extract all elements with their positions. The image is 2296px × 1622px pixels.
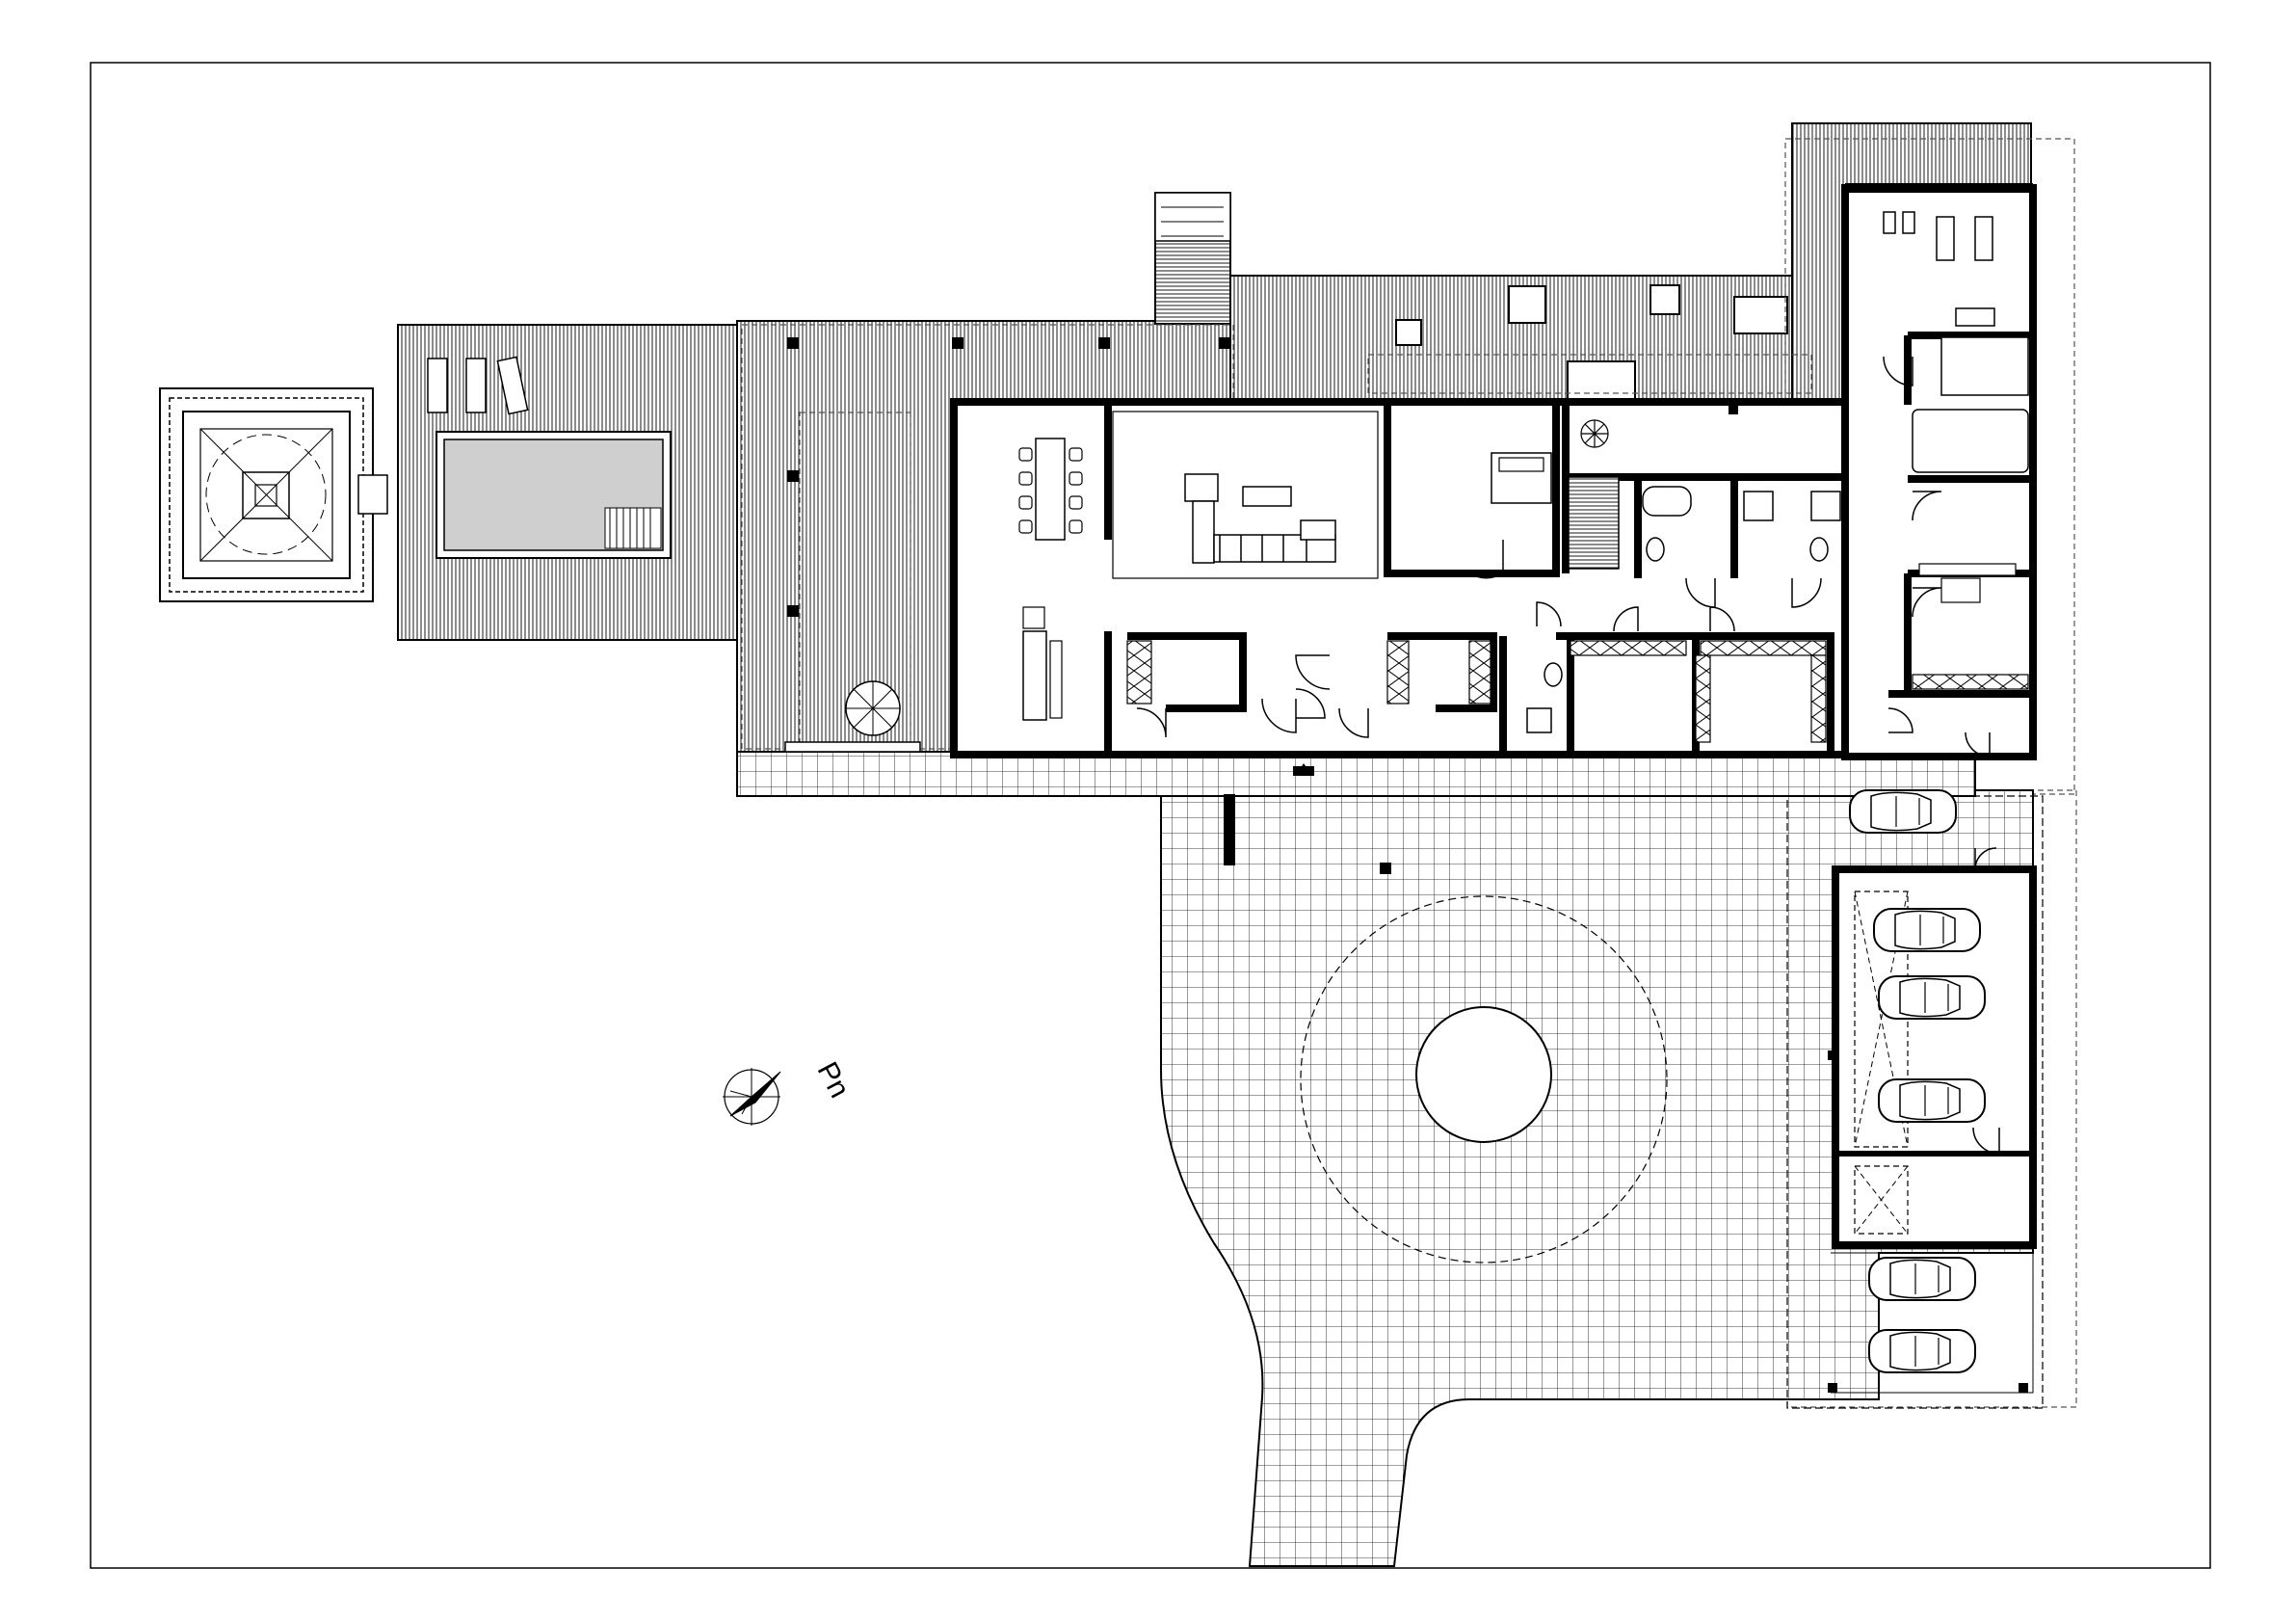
- sun-loungers: [427, 356, 529, 415]
- dining-table: [1035, 438, 1066, 541]
- turning-circle: [1300, 895, 1668, 1263]
- garden-wall: [1224, 794, 1235, 865]
- car-top-view-icon: [1868, 1257, 1976, 1301]
- pool-steps: [604, 507, 662, 549]
- main-house: [784, 398, 1856, 758]
- doors: [1136, 540, 1822, 738]
- car-top-view-icon: [1873, 908, 1981, 952]
- great-room: [784, 411, 1379, 753]
- columns: [787, 337, 2028, 1393]
- north-label: Pn: [811, 1057, 856, 1103]
- sofa: [1184, 473, 1336, 564]
- sheet-frame: [90, 62, 2211, 1569]
- east-wing: [1841, 183, 2037, 760]
- garage: [1832, 847, 2037, 1249]
- entrance-marker: [1296, 763, 1312, 776]
- central-planter: [1415, 1006, 1552, 1143]
- kitchen-island: [1022, 630, 1047, 721]
- interior-walls: [1104, 398, 1852, 755]
- gym-equipment: [1883, 211, 1995, 327]
- car-top-view-icon: [1868, 1329, 1976, 1373]
- plant-icon: [1580, 419, 1609, 448]
- swimming-pool: [427, 356, 672, 559]
- car-top-view-icon: [1849, 789, 1957, 834]
- car-top-view-icon: [1878, 975, 1986, 1020]
- staircase-icon: [1568, 476, 1620, 570]
- north-arrow-icon: [723, 1068, 781, 1126]
- stair-landing: [1154, 192, 1231, 242]
- gazebo: [159, 387, 388, 602]
- courtyard-paving: [1160, 789, 2034, 1567]
- car-top-view-icon: [1878, 1078, 1986, 1123]
